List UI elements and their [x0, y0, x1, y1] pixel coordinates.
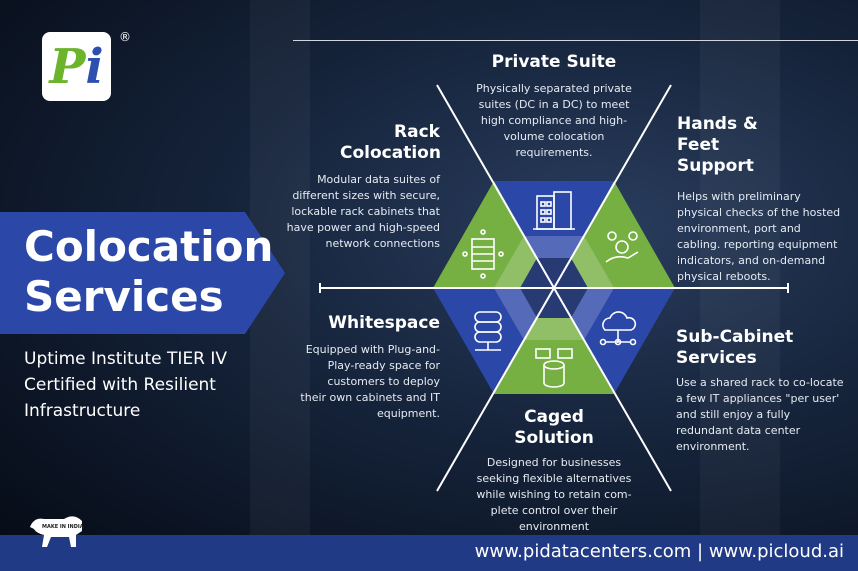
rack-network-icon	[462, 229, 504, 279]
title-banner	[0, 212, 285, 334]
segment-top	[494, 181, 614, 288]
segment-top-right	[554, 181, 675, 288]
segment-bottom	[494, 288, 614, 394]
gear-hand-icon	[605, 231, 639, 263]
footer-bar	[0, 535, 858, 571]
registered-mark: ®	[119, 30, 131, 44]
make-in-india-lion-icon: MAKE IN INDIA	[28, 513, 88, 549]
cloud-network-icon	[599, 311, 637, 346]
segment-top-left	[433, 181, 554, 288]
divider	[293, 40, 858, 41]
database-icon	[535, 348, 573, 388]
segment-bottom-left	[433, 288, 554, 394]
diagonal-axis-2	[436, 84, 672, 492]
building-icon	[533, 191, 575, 230]
footer-urls[interactable]: www.pidatacenters.com | www.picloud.ai	[474, 541, 844, 562]
subtitle: Uptime Institute TIER IV Certified with …	[24, 349, 228, 421]
segment-bottom-right	[554, 288, 675, 394]
server-stack-icon	[474, 311, 502, 351]
